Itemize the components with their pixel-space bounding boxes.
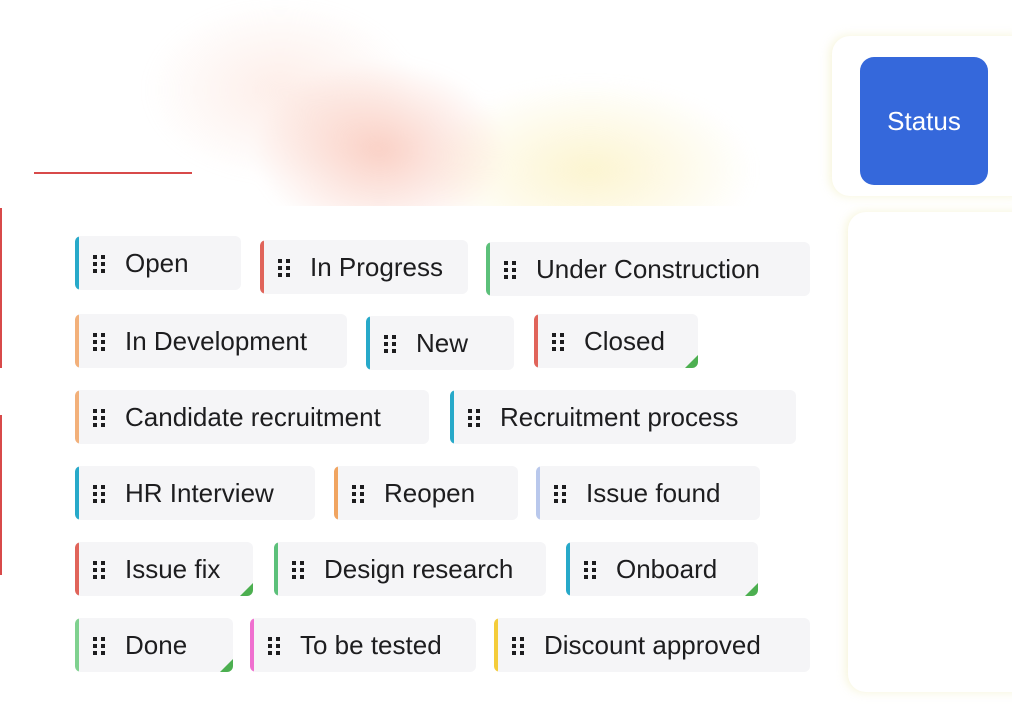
chip-label: To be tested — [300, 629, 442, 660]
chip-color-bar — [366, 316, 370, 370]
status-button[interactable]: Status — [860, 57, 988, 185]
chip-label: In Development — [125, 325, 308, 356]
chip-label: Open — [125, 247, 189, 278]
chip-label: Discount approved — [544, 629, 761, 660]
chip-color-bar — [486, 242, 490, 296]
chip-label: Closed — [584, 325, 665, 356]
status-chip-open[interactable]: Open — [75, 236, 241, 290]
drag-handle-icon[interactable] — [554, 485, 568, 503]
chip-label: Issue fix — [125, 553, 221, 584]
status-chip-reopen[interactable]: Reopen — [334, 466, 518, 520]
status-chip-new[interactable]: New — [366, 316, 514, 370]
chip-label: Under Construction — [536, 253, 760, 284]
chip-label: Onboard — [616, 553, 718, 584]
chip-color-bar — [75, 618, 79, 672]
background-glow — [120, 0, 880, 230]
decorative-red-line — [34, 172, 192, 174]
drag-handle-icon[interactable] — [268, 637, 282, 655]
chip-label: Recruitment process — [500, 401, 739, 432]
chip-color-bar — [75, 466, 79, 520]
status-chip-recruitment-process[interactable]: Recruitment process — [450, 390, 796, 444]
status-chip-issue-found[interactable]: Issue found — [536, 466, 760, 520]
status-chip-closed[interactable]: Closed — [534, 314, 698, 368]
chip-color-bar — [536, 466, 540, 520]
chip-corner-marker-icon — [240, 583, 253, 596]
status-chip-candidate-recruitment[interactable]: Candidate recruitment — [75, 390, 429, 444]
chip-color-bar — [75, 236, 79, 290]
chip-label: Candidate recruitment — [125, 401, 381, 432]
chip-label: New — [416, 327, 469, 358]
chip-label: Reopen — [384, 477, 476, 508]
status-chip-to-be-tested[interactable]: To be tested — [250, 618, 476, 672]
chip-label: Design research — [324, 553, 514, 584]
chip-label: Issue found — [586, 477, 721, 508]
chip-corner-marker-icon — [685, 355, 698, 368]
drag-handle-icon[interactable] — [278, 259, 292, 277]
decorative-red-line — [0, 208, 2, 368]
chip-color-bar — [75, 390, 79, 444]
status-chip-in-progress[interactable]: In Progress — [260, 240, 468, 294]
decorative-red-line — [0, 415, 2, 575]
drag-handle-icon[interactable] — [384, 335, 398, 353]
status-chip-discount-approved[interactable]: Discount approved — [494, 618, 810, 672]
drag-handle-icon[interactable] — [584, 561, 598, 579]
chip-color-bar — [450, 390, 454, 444]
drag-handle-icon[interactable] — [93, 561, 107, 579]
drag-handle-icon[interactable] — [93, 637, 107, 655]
drag-handle-icon[interactable] — [512, 637, 526, 655]
status-chip-in-development[interactable]: In Development — [75, 314, 347, 368]
chip-corner-marker-icon — [745, 583, 758, 596]
status-chip-design-research[interactable]: Design research — [274, 542, 546, 596]
chip-color-bar — [334, 466, 338, 520]
drag-handle-icon[interactable] — [93, 255, 107, 273]
drag-handle-icon[interactable] — [504, 261, 518, 279]
chip-color-bar — [260, 240, 264, 294]
status-chip-hr-interview[interactable]: HR Interview — [75, 466, 315, 520]
chip-color-bar — [566, 542, 570, 596]
chip-color-bar — [534, 314, 538, 368]
chip-color-bar — [494, 618, 498, 672]
drag-handle-icon[interactable] — [93, 485, 107, 503]
status-chip-issue-fix[interactable]: Issue fix — [75, 542, 253, 596]
chip-color-bar — [75, 314, 79, 368]
drag-handle-icon[interactable] — [352, 485, 366, 503]
status-list-panel: Open In Progress Under Construction In D… — [60, 206, 836, 706]
chip-color-bar — [274, 542, 278, 596]
drag-handle-icon[interactable] — [93, 333, 107, 351]
drag-handle-icon[interactable] — [552, 333, 566, 351]
chip-color-bar — [75, 542, 79, 596]
status-chip-under-construction[interactable]: Under Construction — [486, 242, 810, 296]
drag-handle-icon[interactable] — [93, 409, 107, 427]
chip-label: HR Interview — [125, 477, 274, 508]
chip-corner-marker-icon — [220, 659, 233, 672]
chip-label: Done — [125, 629, 188, 660]
status-chip-onboard[interactable]: Onboard — [566, 542, 758, 596]
drag-handle-icon[interactable] — [292, 561, 306, 579]
chip-color-bar — [250, 618, 254, 672]
status-chip-done[interactable]: Done — [75, 618, 233, 672]
chip-label: In Progress — [310, 251, 443, 282]
side-card — [848, 212, 1012, 692]
drag-handle-icon[interactable] — [468, 409, 482, 427]
